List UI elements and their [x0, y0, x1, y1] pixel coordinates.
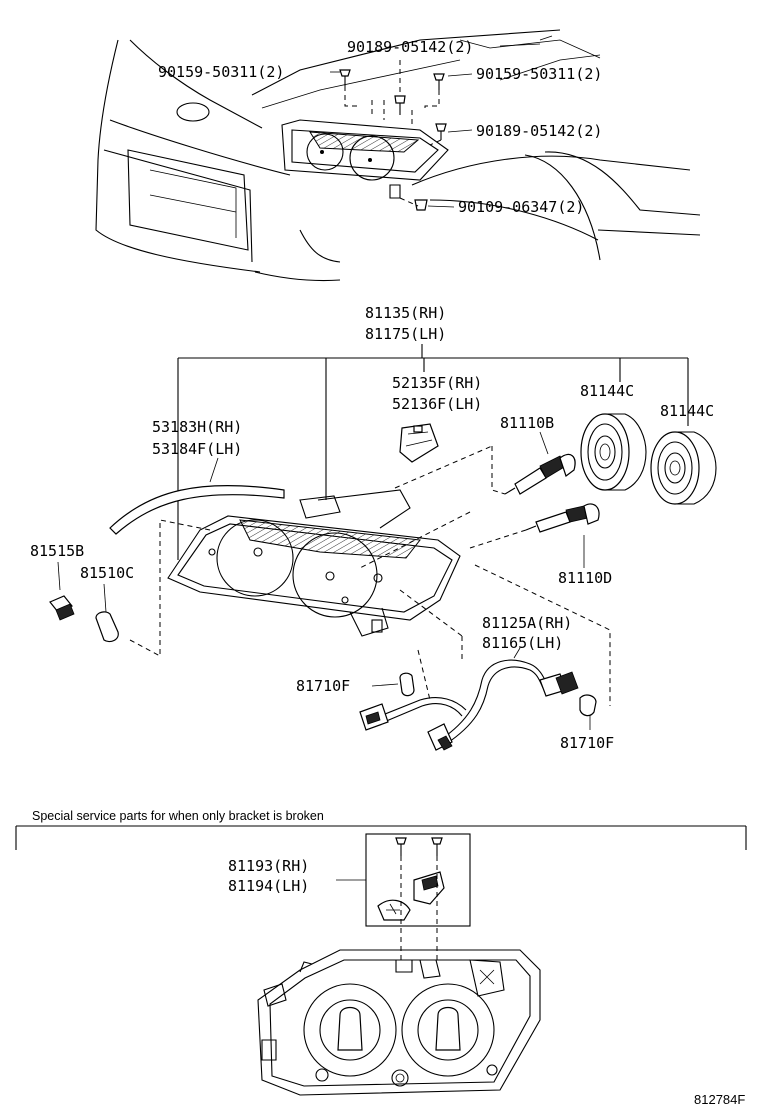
diagram-reference-code: 812784F: [694, 1092, 745, 1107]
bulb-81710f-right: [579, 694, 597, 717]
label-90109-06347: 90109-06347(2): [458, 198, 584, 216]
label-90159-50311-right: 90159-50311(2): [476, 65, 602, 83]
label-81175-lh: 81175(LH): [365, 325, 446, 343]
label-90189-05142-right: 90189-05142(2): [476, 122, 602, 140]
bolt-icon: [435, 123, 447, 140]
label-81510c: 81510C: [80, 564, 134, 582]
assembly-bracket-lines: [177, 344, 689, 560]
label-81135-rh: 81135(RH): [365, 304, 446, 322]
label-81144c-b: 81144C: [660, 402, 714, 420]
label-81710f-right: 81710F: [560, 734, 614, 752]
socket-cover-part: [399, 423, 439, 463]
label-53184f-lh: 53184F(LH): [152, 440, 242, 458]
headlamp-cap-a: [580, 413, 647, 491]
label-81125a-rh: 81125A(RH): [482, 614, 572, 632]
bracket-kit-box: [365, 833, 471, 927]
label-81193-rh: 81193(RH): [228, 857, 309, 875]
headlamp-cap-b: [650, 431, 717, 505]
special-service-note: Special service parts for when only brac…: [32, 809, 324, 823]
bulb-81110d: [525, 503, 600, 533]
label-81110b: 81110B: [500, 414, 554, 432]
gasket-strip: [109, 457, 285, 535]
label-81165-lh: 81165(LH): [482, 634, 563, 652]
bolt-icon: [433, 73, 445, 90]
label-81194-lh: 81194(LH): [228, 877, 309, 895]
dashed-leader-lines-middle: [129, 445, 611, 706]
service-section-frame: [15, 825, 747, 850]
label-81110d: 81110D: [558, 569, 612, 587]
headlamp-rear-view: [257, 949, 541, 1096]
label-90189-05142-top: 90189-05142(2): [347, 38, 473, 56]
bolt-icon: [394, 95, 406, 115]
label-90159-50311-left: 90159-50311(2): [158, 63, 284, 81]
wire-harness: [359, 647, 579, 751]
screw-icon: [395, 837, 407, 856]
bulb-81510c: [95, 611, 119, 643]
headlamp-unit-body: [167, 489, 461, 637]
label-52135f-rh: 52135F(RH): [392, 374, 482, 392]
bolt-icon: [414, 199, 428, 211]
label-81710f-left: 81710F: [296, 677, 350, 695]
vehicle-front-illustration: [95, 29, 701, 282]
bulb-81110b: [504, 453, 576, 495]
label-81144c-a: 81144C: [580, 382, 634, 400]
label-53183h-rh: 53183H(RH): [152, 418, 242, 436]
bolt-icon: [339, 69, 351, 86]
bulb-81710f-left: [399, 672, 415, 697]
socket-81515b: [49, 595, 75, 621]
label-52136f-lh: 52136F(LH): [392, 395, 482, 413]
screw-icon: [431, 837, 443, 856]
label-81515b: 81515B: [30, 542, 84, 560]
